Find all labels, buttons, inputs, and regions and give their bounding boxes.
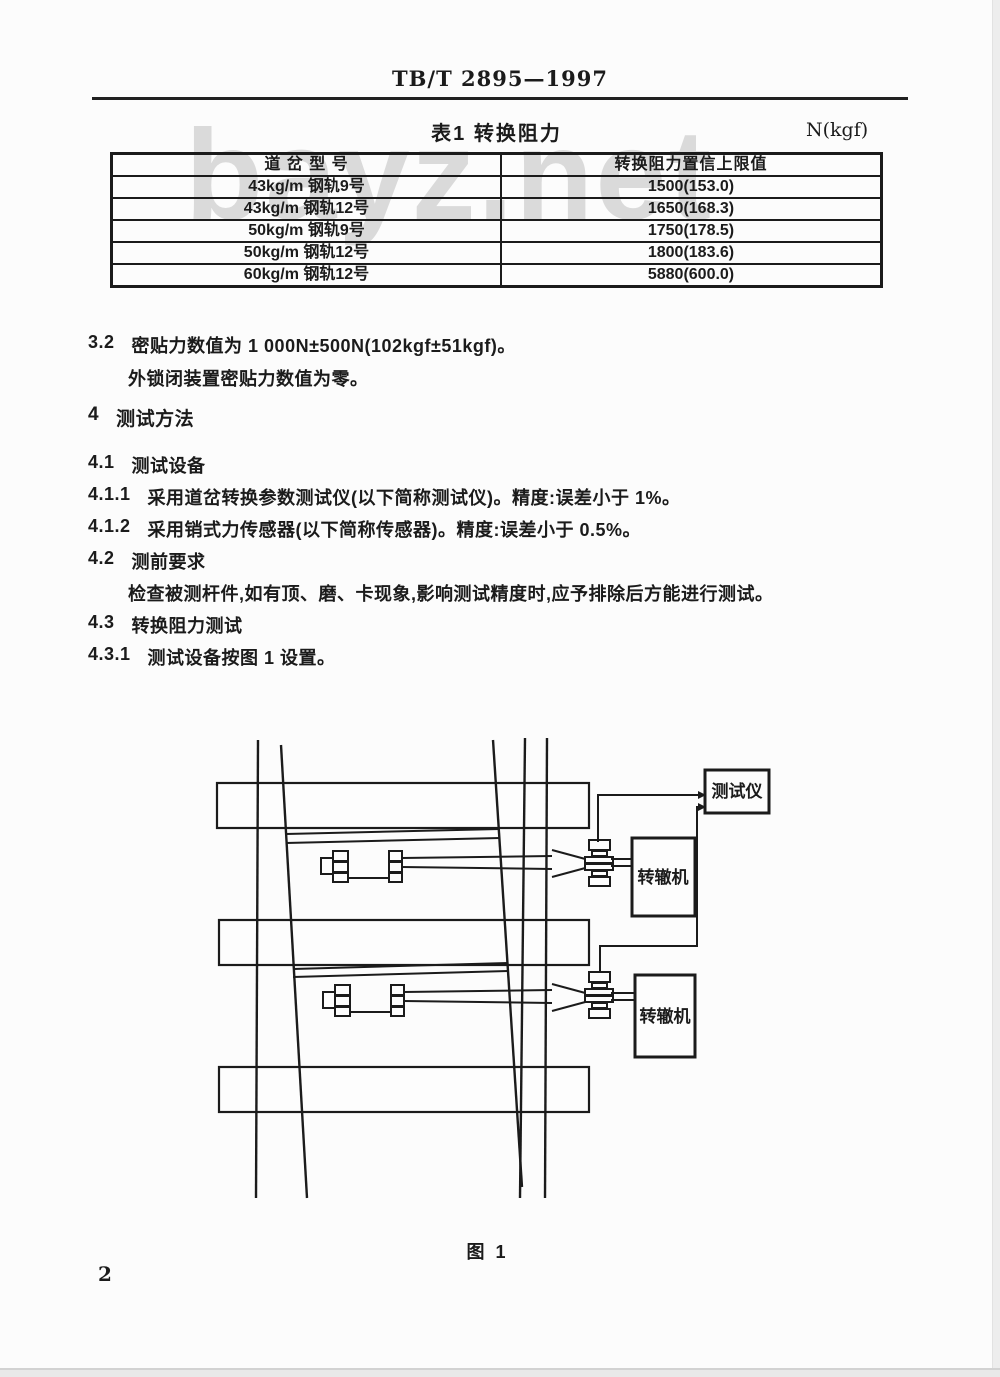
- scan-edge-right: [992, 0, 1000, 1377]
- header-rule: [92, 97, 908, 100]
- clause-number: 4.1.2: [88, 516, 131, 536]
- lock-rod-bracket: [347, 856, 391, 879]
- section-number: 4: [88, 404, 100, 425]
- tester-label: 测试仪: [712, 781, 764, 801]
- tester-box: [703, 768, 771, 815]
- sleepers: [215, 781, 591, 1114]
- clause-number: 4.2: [88, 548, 115, 568]
- cell-turnout-type: 43kg/m 钢轨9号: [110, 175, 502, 199]
- table-row: 50kg/m 钢轨12号 1800(183.6): [110, 241, 883, 265]
- clause-text: 采用道岔转换参数测试仪(以下简称测试仪)。精度:误差小于 1%。: [147, 488, 681, 508]
- table-row: 43kg/m 钢轨9号 1500(153.0): [110, 175, 883, 199]
- cell-limit-value: 1750(178.5): [500, 219, 883, 243]
- sleeper-2: [217, 918, 591, 967]
- switch-machine-1-label: 转辙机: [638, 867, 689, 887]
- table-row: 60kg/m 钢轨12号 5880(600.0): [110, 263, 883, 288]
- clause-4-3-heading: 4.3 转换阻力测试: [88, 612, 243, 638]
- clause-4-2-body: 检查被测杆件,如有顶、磨、卡现象,影响测试精度时,应予排除后方能进行测试。: [128, 580, 774, 606]
- table-row: 50kg/m 钢轨9号 1750(178.5): [110, 219, 883, 243]
- clause-text: 密贴力数值为 1 000N±500N(102kgf±51kgf)。: [131, 336, 516, 356]
- page-number: 2: [98, 1262, 112, 1286]
- switch-machine-1-box: [630, 836, 697, 918]
- clause-4-1-1: 4.1.1 采用道岔转换参数测试仪(以下简称测试仪)。精度:误差小于 1%。: [88, 484, 681, 510]
- sleeper-1: [215, 781, 591, 830]
- table-unit-label: N(kgf): [806, 119, 869, 141]
- stock-rail-right-inner: [518, 737, 527, 1199]
- figure-1-test-setup-diagram: 转辙机 测试仪: [215, 737, 771, 1199]
- clause-number: 4.3.1: [88, 644, 131, 664]
- switch-machine-2-label: 转辙机: [640, 1006, 691, 1026]
- sleeper-3: [217, 1065, 591, 1114]
- clause-number: 4.3: [88, 612, 115, 632]
- cell-limit-value: 1500(153.0): [500, 175, 883, 199]
- clause-text: 测试设备按图 1 设置。: [147, 648, 336, 668]
- clause-number: 4.1.1: [88, 484, 131, 504]
- section-4-heading: 4 测试方法: [88, 404, 194, 431]
- table-caption: 表1 转换阻力: [431, 123, 562, 145]
- wire-arrowhead: [698, 791, 706, 799]
- clause-3-2-line2: 外锁闭装置密贴力数值为零。: [128, 365, 369, 391]
- switch-machine-2-box: [633, 973, 697, 1059]
- table-row: 43kg/m 钢轨12号 1650(168.3): [110, 197, 883, 221]
- wire-sensor1-to-tester: [597, 794, 699, 842]
- column-header-upper-limit: 转换阻力置信上限值: [500, 152, 883, 177]
- cell-limit-value: 1800(183.6): [500, 241, 883, 265]
- cell-turnout-type: 60kg/m 钢轨12号: [110, 263, 502, 288]
- clause-3-2: 3.2 密贴力数值为 1 000N±500N(102kgf±51kgf)。: [88, 332, 516, 358]
- table-header-row: 道 岔 型 号 转换阻力置信上限值: [110, 152, 883, 177]
- wire-sensor2-to-tester: [599, 806, 699, 971]
- switch-rail-left: [279, 744, 309, 1199]
- table-1-switching-resistance: 道 岔 型 号 转换阻力置信上限值 43kg/m 钢轨9号 1500(153.0…: [110, 152, 883, 288]
- clause-text: 采用销式力传感器(以下简称传感器)。精度:误差小于 0.5%。: [147, 520, 642, 540]
- stock-rail-left: [254, 739, 260, 1199]
- clause-title: 转换阻力测试: [131, 616, 243, 636]
- lock-rod-bracket: [349, 990, 393, 1013]
- pin-force-sensor-1: [584, 839, 614, 887]
- cell-limit-value: 1650(168.3): [500, 197, 883, 221]
- figure-caption: 图 1: [466, 1242, 509, 1262]
- wire-arrowhead: [698, 803, 706, 811]
- switch-rod-assembly-2: [292, 962, 590, 1017]
- clause-text: 检查被测杆件,如有顶、磨、卡现象,影响测试精度时,应予排除后方能进行测试。: [128, 584, 774, 604]
- clause-4-3-1: 4.3.1 测试设备按图 1 设置。: [88, 644, 336, 670]
- section-title: 测试方法: [116, 409, 195, 430]
- pin-force-sensor-2: [584, 971, 614, 1019]
- clause-number: 4.1: [88, 452, 115, 472]
- cell-turnout-type: 50kg/m 钢轨12号: [110, 241, 502, 265]
- clause-title: 测前要求: [131, 552, 206, 572]
- cell-turnout-type: 50kg/m 钢轨9号: [110, 219, 502, 243]
- column-header-turnout-type: 道 岔 型 号: [110, 152, 502, 177]
- stock-rail-right-outer: [543, 737, 549, 1199]
- clause-4-2-heading: 4.2 测前要求: [88, 548, 206, 574]
- standard-number: TB/T 2895—1997: [392, 66, 608, 91]
- scan-edge-bottom: [0, 1368, 1000, 1377]
- clause-number: 3.2: [88, 332, 115, 352]
- cell-limit-value: 5880(600.0): [500, 263, 883, 288]
- cell-turnout-type: 43kg/m 钢轨12号: [110, 197, 502, 221]
- switch-rod-assembly-1: [285, 828, 590, 883]
- clause-title: 测试设备: [131, 456, 206, 476]
- clause-text: 外锁闭装置密贴力数值为零。: [128, 369, 369, 389]
- sensor-wires: [597, 791, 706, 971]
- clause-4-1-heading: 4.1 测试设备: [88, 452, 206, 478]
- clause-4-1-2: 4.1.2 采用销式力传感器(以下简称传感器)。精度:误差小于 0.5%。: [88, 516, 641, 542]
